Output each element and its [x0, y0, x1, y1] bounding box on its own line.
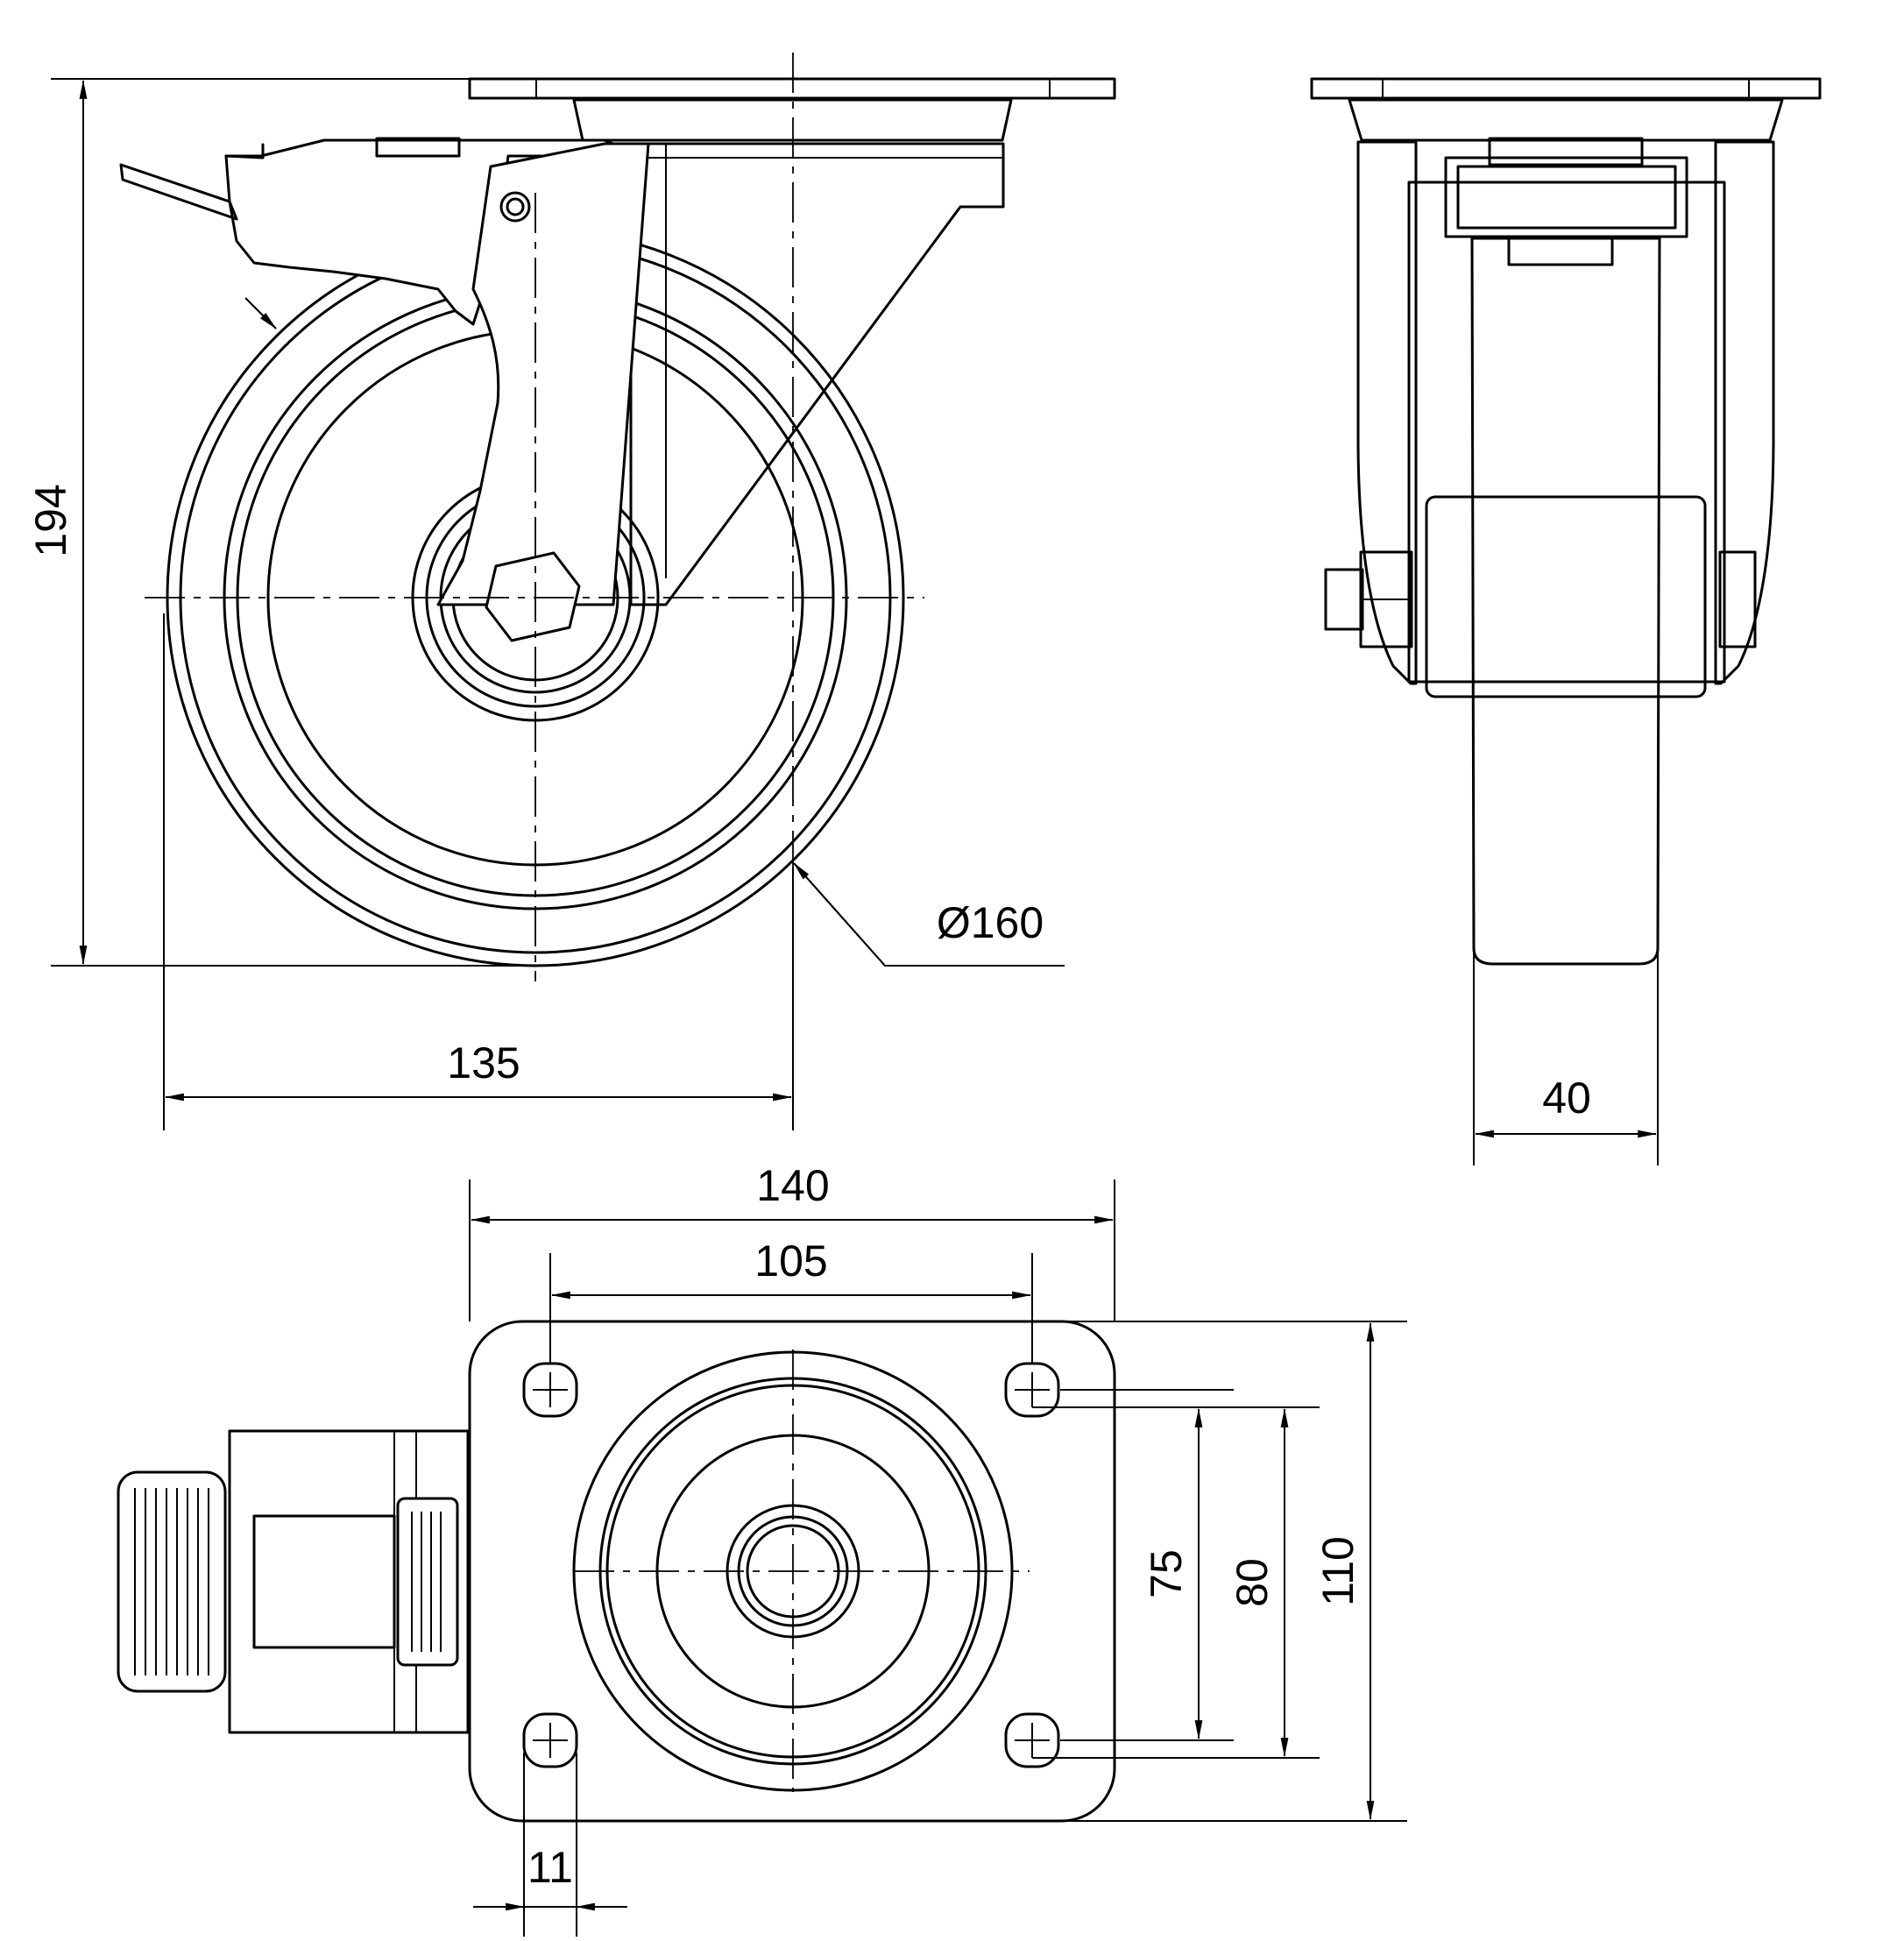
hub-front	[1425, 495, 1707, 698]
release-pad-top	[396, 1497, 459, 1667]
dim-bolt-spacing-long: 105	[754, 1236, 827, 1286]
brake-shoe	[1444, 156, 1688, 238]
top-plate-front	[1310, 77, 1822, 100]
dim-wheel-width: 40	[1542, 1073, 1591, 1123]
fork-arm-front	[436, 142, 650, 606]
brake-pedal-tip	[119, 163, 238, 221]
fork-right	[1714, 140, 1775, 685]
dim-plate-width: 110	[1313, 1536, 1363, 1606]
axle-nut-right	[1718, 550, 1757, 648]
fork-leg	[629, 142, 1005, 606]
front-view: 40	[1310, 77, 1822, 1165]
dim-plate-length: 140	[756, 1161, 829, 1210]
dim-bolt-spacing-short-inner: 75	[1142, 1549, 1191, 1598]
top-plate-side	[468, 77, 1116, 100]
dim-bolt-hole: 11	[527, 1843, 573, 1892]
swivel-housing-front	[1348, 98, 1784, 142]
fork-left	[1356, 140, 1418, 685]
top-view: 140 105 75 80 110 11	[117, 1161, 1407, 1937]
dim-total-height: 194	[26, 484, 75, 556]
brake-housing-top	[228, 1429, 470, 1734]
pivot-pin	[499, 191, 531, 223]
dim-wheel-diameter: Ø160	[937, 898, 1044, 947]
side-view: 194 135 Ø160	[26, 53, 1116, 1130]
dim-bolt-spacing-short-outer: 80	[1228, 1558, 1277, 1607]
wheel-front	[1470, 237, 1661, 966]
swivel-housing	[572, 98, 1013, 142]
dim-swivel-offset: 135	[447, 1038, 520, 1087]
pedal-ribs	[134, 1488, 209, 1675]
brake-pivot-block	[375, 137, 461, 158]
axle-nut-side	[485, 551, 581, 642]
leader-brake	[244, 297, 277, 329]
fork-inner	[1407, 181, 1726, 684]
release-lever-top	[252, 1514, 396, 1649]
brake-body	[224, 138, 636, 326]
